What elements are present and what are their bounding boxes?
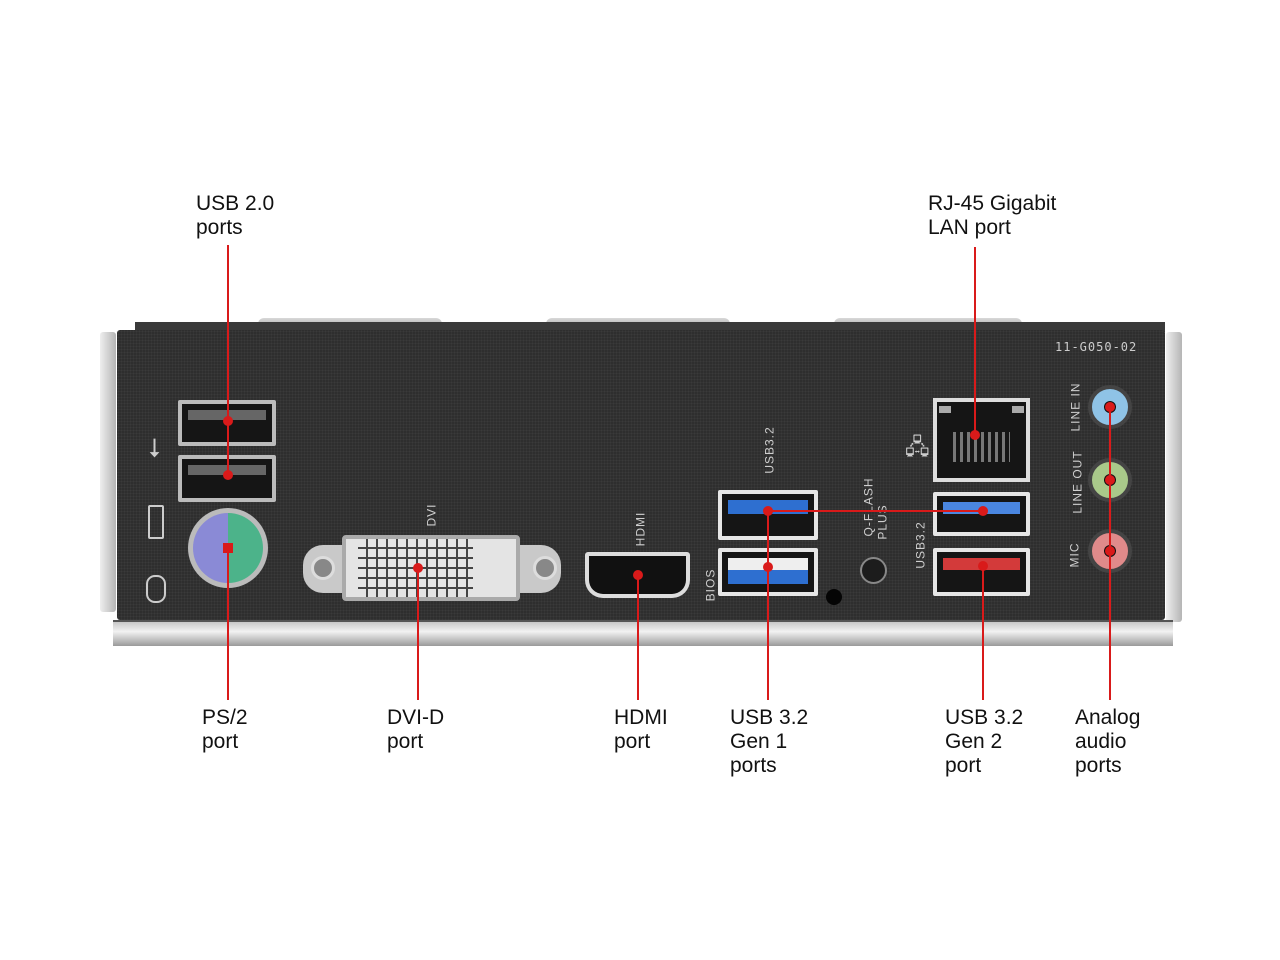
dvi-screw-left <box>311 556 335 580</box>
label-usb20-ports: USB 2.0 ports <box>196 192 275 239</box>
line-out-marking: LINE OUT <box>1070 450 1085 514</box>
shield-bottom-strip <box>113 620 1173 646</box>
callout-line-usb32-gen1 <box>767 511 769 700</box>
callout-line-dvi <box>417 568 419 700</box>
ps2-port[interactable] <box>188 508 268 588</box>
qflash-marking: Q-FLASH <box>861 477 876 537</box>
part-number: 11-G050-02 <box>1055 340 1138 354</box>
callout-dot <box>978 506 988 516</box>
mouse-icon <box>146 575 166 603</box>
callout-dot <box>763 506 773 516</box>
label-dvi-d-port: DVI-D port <box>387 706 445 753</box>
hdmi-marking: HDMI <box>633 511 648 547</box>
shield-top-edge <box>135 322 1165 332</box>
callout-line-ps2 <box>227 548 229 700</box>
callout-dot <box>1105 546 1115 556</box>
callout-dot <box>1105 475 1115 485</box>
callout-line-usb20 <box>227 245 229 475</box>
rj45-lan-port[interactable] <box>933 398 1030 482</box>
label-usb32-gen1-ports: USB 3.2 Gen 1 ports <box>730 706 809 777</box>
lan-icon: 🖧 <box>905 434 930 459</box>
callout-dot <box>763 562 773 572</box>
dvi-screw-right <box>533 556 557 580</box>
callout-line-hdmi <box>637 575 639 700</box>
callout-dot <box>413 563 423 573</box>
usb32-marking-right: USB3.2 <box>913 521 928 569</box>
mic-marking: MIC <box>1067 542 1082 568</box>
callout-dot <box>223 470 233 480</box>
qflash-plus-button[interactable] <box>860 557 887 584</box>
usb-icon: ⭠ <box>137 437 168 459</box>
callout-dot <box>223 543 233 553</box>
callout-dot <box>978 561 988 571</box>
label-rj45-lan-port: RJ-45 Gigabit LAN port <box>928 192 1057 239</box>
usb32-marking-left: USB3.2 <box>762 426 777 474</box>
shield-right-edge <box>1166 332 1182 622</box>
shield-left-edge <box>100 332 116 612</box>
callout-line-rj45 <box>974 247 976 435</box>
callout-line-usb32-gen1-horizontal <box>768 510 983 512</box>
label-ps2-port: PS/2 port <box>202 706 248 753</box>
keyboard-icon <box>148 505 164 539</box>
callout-dot <box>970 430 980 440</box>
callout-line-usb32-gen2 <box>982 566 984 700</box>
bios-marking: BIOS <box>703 568 718 602</box>
callout-dot <box>1105 402 1115 412</box>
bios-button[interactable] <box>826 589 842 605</box>
dvi-d-port[interactable] <box>342 535 520 601</box>
callout-dot <box>633 570 643 580</box>
callout-dot <box>223 416 233 426</box>
label-hdmi-port: HDMI port <box>614 706 668 753</box>
line-in-marking: LINE IN <box>1068 382 1083 432</box>
label-usb32-gen2-port: USB 3.2 Gen 2 port <box>945 706 1024 777</box>
dvi-marking: DVI <box>424 503 439 527</box>
label-analog-audio-ports: Analog audio ports <box>1075 706 1141 777</box>
